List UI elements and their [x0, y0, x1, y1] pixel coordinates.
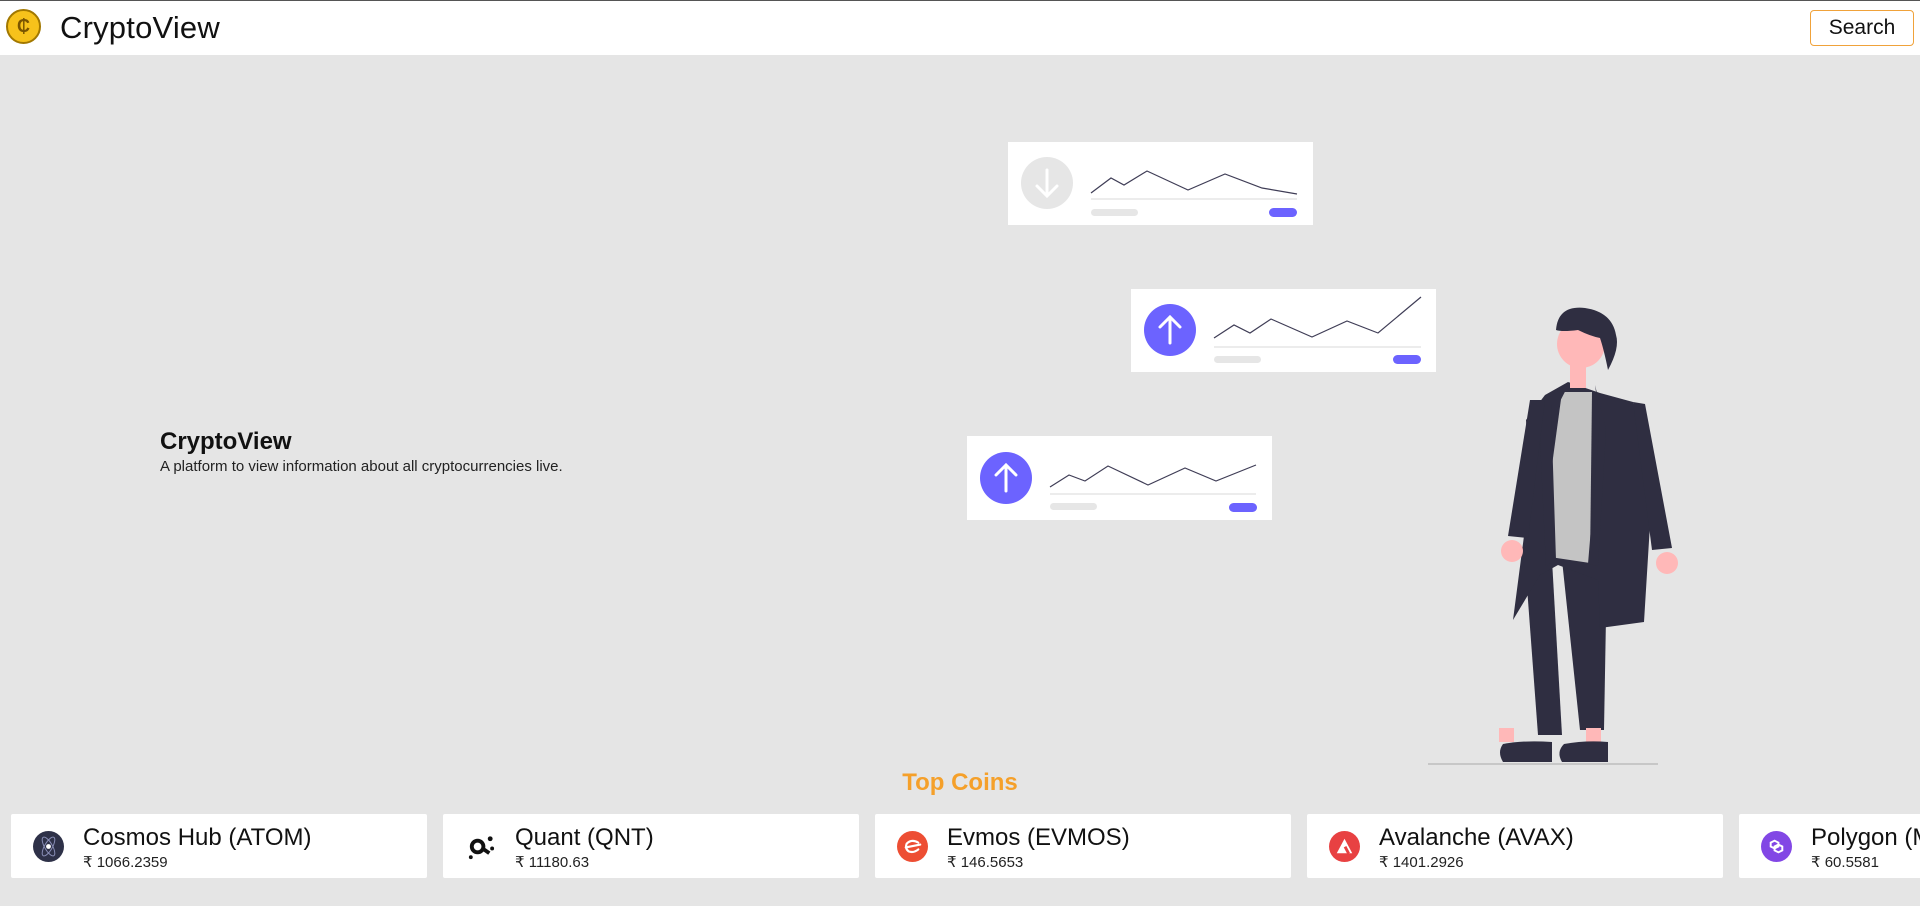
coin-price: ₹ 1401.2926 — [1379, 854, 1464, 871]
chart-card-down — [1008, 142, 1313, 225]
chart-card-up-1 — [1131, 289, 1436, 372]
coin-price: ₹ 11180.63 — [515, 854, 590, 871]
cosmos-icon — [33, 831, 64, 862]
coin-price: ₹ 146.5653 — [947, 854, 1024, 871]
person-illustration — [1428, 307, 1678, 765]
coin-name: Cosmos Hub (ATOM) — [83, 824, 312, 851]
navbar: ₵ CryptoView Search — [0, 0, 1920, 55]
polygon-icon — [1761, 831, 1792, 862]
coin-card[interactable]: Quant (QNT) ₹ 11180.63 — [443, 814, 859, 878]
coin-name: Quant (QNT) — [515, 824, 654, 851]
coin-name: Evmos (EVMOS) — [947, 824, 1130, 851]
brand-logo-icon[interactable]: ₵ — [6, 9, 41, 44]
top-coins-title: Top Coins — [902, 769, 1018, 796]
avalanche-icon — [1329, 831, 1360, 862]
coin-card[interactable]: Polygon (M ₹ 60.5581 — [1739, 814, 1920, 878]
coin-name: Avalanche (AVAX) — [1379, 824, 1574, 851]
top-coins-carousel[interactable]: Cosmos Hub (ATOM) ₹ 1066.2359 Quant (QNT… — [11, 814, 1920, 878]
hero-title: CryptoView — [160, 428, 292, 455]
chart-card-up-2 — [967, 436, 1272, 520]
coin-name: Polygon (M — [1811, 824, 1920, 851]
evmos-icon — [897, 831, 928, 862]
coin-card[interactable]: Cosmos Hub (ATOM) ₹ 1066.2359 — [11, 814, 427, 878]
brand-name[interactable]: CryptoView — [60, 10, 220, 45]
search-button[interactable]: Search — [1810, 10, 1914, 46]
hero-section: CryptoView A platform to view informatio… — [160, 428, 563, 475]
quant-icon — [468, 836, 495, 860]
coin-card[interactable]: Avalanche (AVAX) ₹ 1401.2926 — [1307, 814, 1723, 878]
coin-price: ₹ 60.5581 — [1811, 854, 1879, 871]
coin-card[interactable]: Evmos (EVMOS) ₹ 146.5653 — [875, 814, 1291, 878]
hero-subtitle: A platform to view information about all… — [160, 458, 563, 475]
coin-price: ₹ 1066.2359 — [83, 854, 168, 871]
